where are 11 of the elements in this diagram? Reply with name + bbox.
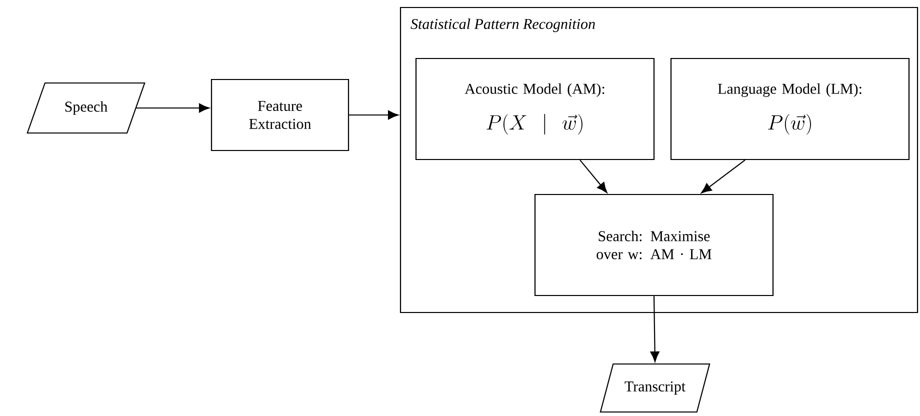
process-box: Language Model (LM): $P(\vec{w})$	[670, 58, 910, 160]
process-box: Acoustic Model (AM): $P(X \mid \vec{w})$	[415, 58, 655, 160]
data-parallelogram: Speech	[26, 82, 146, 134]
arrow	[580, 160, 608, 193]
process-box: Feature Extraction	[210, 78, 350, 152]
process-box: Search: Maximise over w: AM · LM	[534, 194, 774, 296]
data-parallelogram: Transcript	[600, 363, 710, 413]
arrow	[349, 110, 398, 120]
arrow	[136, 103, 210, 113]
arrow	[701, 160, 746, 194]
arrow	[650, 296, 660, 362]
